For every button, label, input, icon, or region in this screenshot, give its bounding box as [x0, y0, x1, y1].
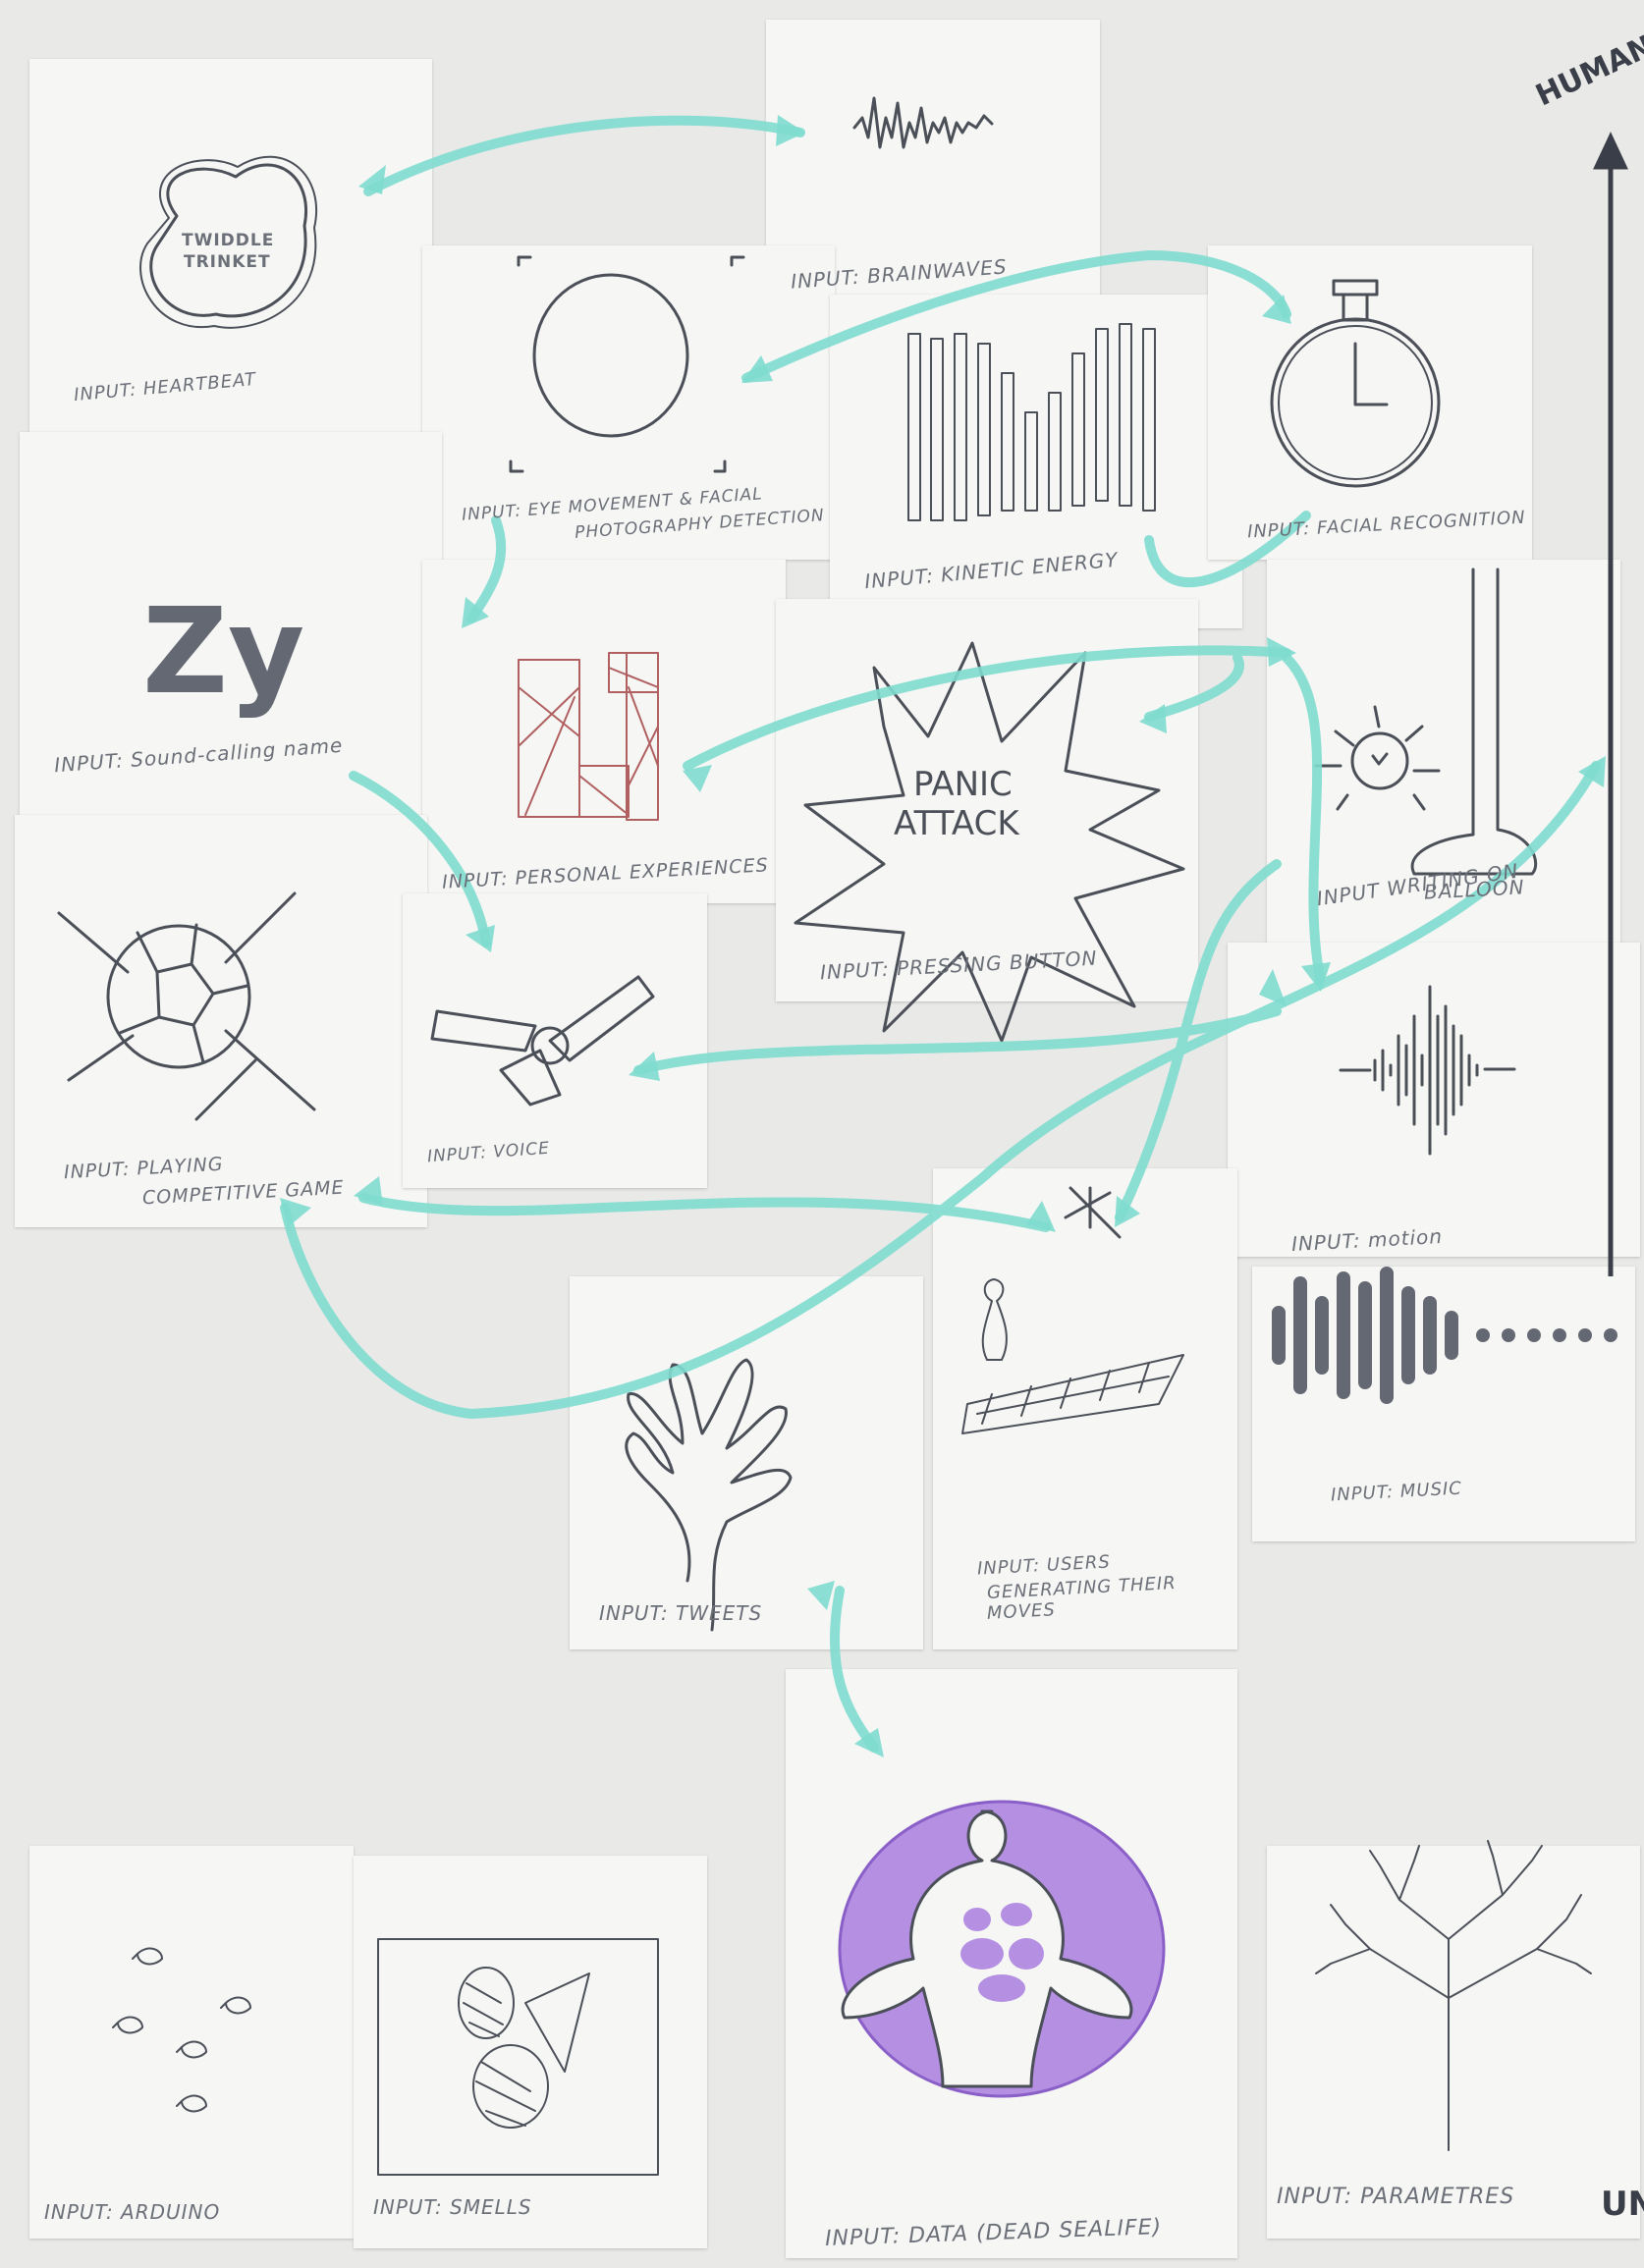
coral-icon — [625, 1358, 793, 1632]
kinetic-bars-icon — [907, 323, 1156, 521]
label-parameters: INPUT: PARAMETRES — [1277, 2185, 1515, 2209]
axis-bottom-label: UN — [1601, 2185, 1644, 2224]
smells-icon — [377, 1938, 659, 2176]
starburst-icon — [794, 641, 1185, 1043]
attack-word: ATTACK — [894, 804, 1020, 843]
paper-balloon — [1267, 560, 1620, 952]
motion-wave-icon — [1339, 985, 1516, 1156]
panic-word: PANIC — [913, 765, 1013, 804]
human-axis — [1593, 132, 1628, 1276]
paper-facial-recognition — [1208, 245, 1532, 560]
zy-logo-icon: Zy — [142, 584, 304, 721]
trinket-text-1: TWIDDLE — [182, 231, 275, 250]
label-arduino: INPUT: ARDUINO — [44, 2200, 221, 2224]
twiddle-trinket-icon — [149, 163, 307, 318]
hatched-letters-icon — [518, 652, 659, 821]
label-smells: INPUT: SMELLS — [373, 2195, 532, 2219]
paper-game — [15, 815, 427, 1227]
propeller-icon — [430, 975, 655, 1107]
leg-icon — [1410, 567, 1538, 876]
paper-eye-movement — [422, 245, 835, 560]
music-bars-icon — [1272, 1267, 1617, 1404]
arrow-heads — [280, 115, 1606, 1757]
lightbulb-icon — [1314, 705, 1441, 811]
connection-arrows — [280, 115, 1601, 1753]
fish-icon — [112, 1947, 251, 2113]
paper-heartbeat — [29, 59, 432, 432]
cross-icon — [1064, 1186, 1122, 1239]
paper-users-moves — [933, 1168, 1237, 1649]
trinket-text-2: TRINKET — [184, 252, 271, 272]
brainwave-icon — [852, 96, 994, 149]
paper-parameters — [1267, 1846, 1640, 2239]
stopwatch-icon — [1270, 279, 1441, 488]
label-tweets: INPUT: TWEETS — [599, 1601, 763, 1625]
fractal-tree-icon — [1315, 1840, 1592, 2151]
board-game-icon — [961, 1278, 1184, 1434]
sea-turtle-icon — [838, 1800, 1166, 2098]
eye-circle-icon — [532, 273, 689, 438]
label-users-moves-3: MOVES — [986, 1599, 1057, 1624]
paper-sound-name — [20, 432, 442, 815]
ball-icon — [57, 891, 316, 1121]
